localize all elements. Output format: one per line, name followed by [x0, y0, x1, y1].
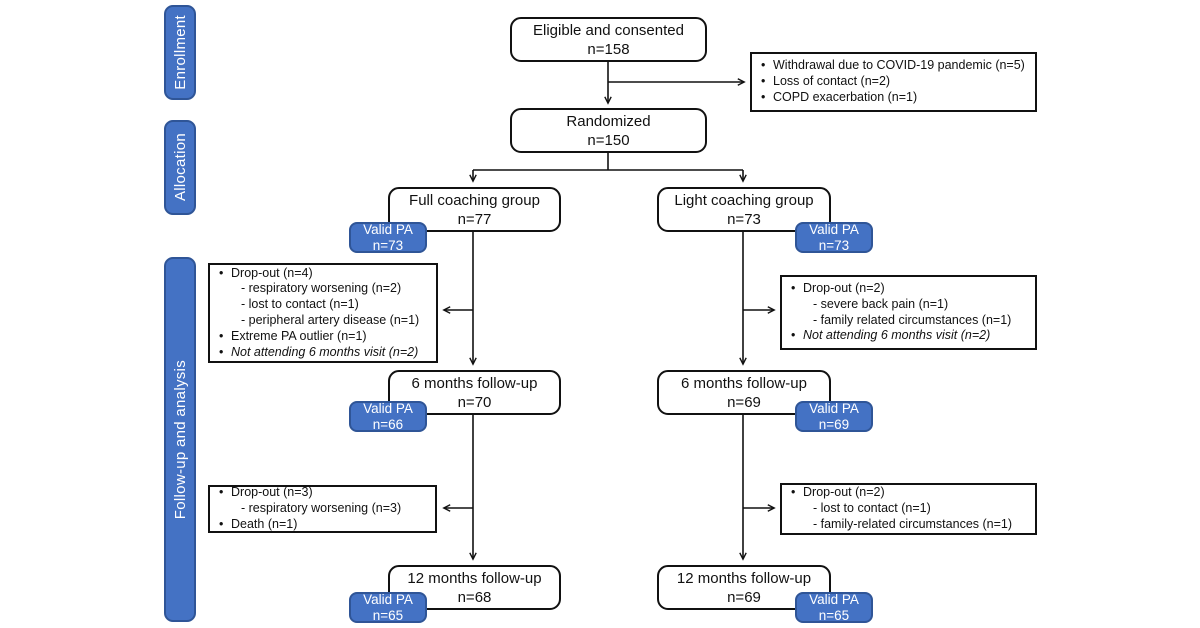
stage-label-enrollment: Enrollment — [164, 5, 196, 100]
note-line: Drop-out (n=4) — [210, 266, 436, 282]
note-line: Death (n=1) — [210, 517, 435, 533]
note-line: - lost to contact (n=1) — [813, 501, 931, 516]
note-line: Loss of contact (n=2) — [752, 74, 1035, 90]
note-right-dropout-1: Drop-out (n=2)- severe back pain (n=1)- … — [780, 275, 1037, 350]
badge-valid-pa-12mo-right: Valid PA n=65 — [795, 592, 873, 623]
stage-label-allocation-text: Allocation — [171, 133, 189, 202]
note-line: - peripheral artery disease (n=1) — [241, 313, 420, 327]
box-light-coaching-title: Light coaching group — [674, 191, 814, 209]
badge-valid-pa-6mo-right: Valid PA n=69 — [795, 401, 873, 432]
note-line: - lost to contact (n=1) — [241, 297, 359, 312]
badge-valid-pa-baseline-left: Valid PA n=73 — [349, 222, 427, 253]
box-6mo-right-n: n=69 — [727, 393, 761, 411]
note-line: Drop-out (n=2) — [782, 281, 1035, 297]
box-12mo-right-n: n=69 — [727, 588, 761, 606]
badge-valid-pa-label: Valid PA — [363, 222, 413, 237]
note-withdrawal: Withdrawal due to COVID-19 pandemic (n=5… — [750, 52, 1037, 112]
box-eligible-n: n=158 — [587, 40, 630, 58]
badge-valid-pa-n: n=65 — [372, 607, 404, 623]
box-full-coaching-n: n=77 — [457, 210, 492, 228]
badge-valid-pa-12mo-left: Valid PA n=65 — [349, 592, 427, 623]
box-light-coaching-n: n=73 — [727, 210, 761, 228]
box-12mo-left-n: n=68 — [457, 588, 492, 606]
badge-valid-pa-6mo-left: Valid PA n=66 — [349, 401, 427, 432]
note-line: - family-related circumstances (n=1) — [813, 516, 1013, 531]
note-left-dropout-2: Drop-out (n=3)- respiratory worsening (n… — [208, 485, 437, 533]
note-line: - respiratory worsening (n=2) — [241, 281, 402, 296]
box-eligible: Eligible and consented n=158 — [510, 17, 707, 62]
note-line: Not attending 6 months visit (n=2) — [210, 345, 436, 361]
note-line: Withdrawal due to COVID-19 pandemic (n=5… — [752, 58, 1035, 74]
note-line: Extreme PA outlier (n=1) — [210, 329, 436, 345]
badge-valid-pa-n: n=73 — [818, 237, 850, 253]
note-line: - family related circumstances (n=1) — [813, 312, 1012, 327]
box-6mo-left-n: n=70 — [457, 393, 492, 411]
note-line: Drop-out (n=2) — [782, 485, 1035, 501]
box-randomized-n: n=150 — [587, 131, 630, 149]
box-6mo-left-title: 6 months follow-up — [411, 374, 538, 392]
box-randomized: Randomized n=150 — [510, 108, 707, 153]
box-eligible-title: Eligible and consented — [533, 21, 684, 39]
box-randomized-title: Randomized — [566, 112, 651, 130]
box-12mo-followup-right: 12 months follow-up n=69 — [657, 565, 831, 610]
badge-valid-pa-label: Valid PA — [363, 592, 413, 607]
box-6mo-right-title: 6 months follow-up — [681, 374, 807, 392]
badge-valid-pa-label: Valid PA — [809, 592, 859, 607]
note-line: - severe back pain (n=1) — [813, 296, 949, 311]
note-left-dropout-1: Drop-out (n=4)- respiratory worsening (n… — [208, 263, 438, 363]
note-line: COPD exacerbation (n=1) — [752, 90, 1035, 106]
badge-valid-pa-n: n=73 — [372, 237, 404, 253]
stage-label-followup-text: Follow-up and analysis — [171, 359, 189, 520]
note-right-dropout-2: Drop-out (n=2)- lost to contact (n=1)- f… — [780, 483, 1037, 535]
badge-valid-pa-n: n=65 — [818, 607, 850, 623]
badge-valid-pa-baseline-right: Valid PA n=73 — [795, 222, 873, 253]
badge-valid-pa-n: n=69 — [818, 416, 850, 432]
badge-valid-pa-n: n=66 — [372, 416, 404, 432]
note-line: Drop-out (n=3) — [210, 485, 435, 501]
box-12mo-left-title: 12 months follow-up — [407, 569, 542, 587]
box-full-coaching-title: Full coaching group — [409, 191, 540, 209]
stage-label-followup: Follow-up and analysis — [164, 257, 196, 622]
badge-valid-pa-label: Valid PA — [809, 401, 859, 416]
stage-label-allocation: Allocation — [164, 120, 196, 215]
badge-valid-pa-label: Valid PA — [363, 401, 413, 416]
stage-label-enrollment-text: Enrollment — [171, 15, 189, 90]
box-12mo-right-title: 12 months follow-up — [676, 569, 812, 587]
note-line: Not attending 6 months visit (n=2) — [782, 328, 1035, 344]
note-line: - respiratory worsening (n=3) — [241, 501, 402, 516]
badge-valid-pa-label: Valid PA — [809, 222, 859, 237]
